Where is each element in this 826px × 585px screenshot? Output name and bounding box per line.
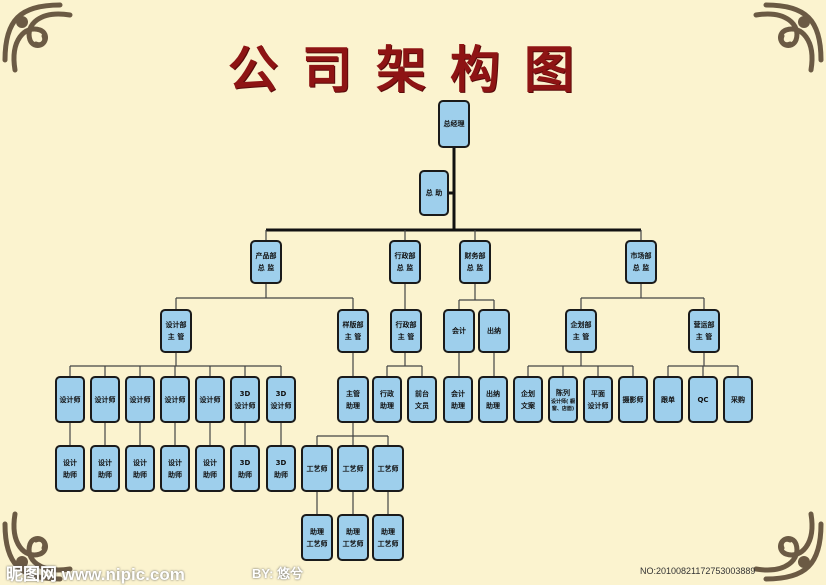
org-box-qc: QC bbox=[688, 376, 718, 423]
org-box-cashier-asst: 出纳 助理 bbox=[478, 376, 508, 423]
org-box-da7: 3D 助师 bbox=[266, 445, 296, 492]
corner-ornament-top-left-icon bbox=[2, 2, 73, 73]
org-box-d6: 3D 设计师 bbox=[230, 376, 260, 423]
watermark-site: 昵图网 www.nipic.com bbox=[6, 565, 185, 584]
org-box-da2: 设计 助师 bbox=[90, 445, 120, 492]
org-box-sample-mgr: 样版部 主 管 bbox=[337, 309, 369, 353]
org-box-acct-asst: 会计 助理 bbox=[443, 376, 473, 423]
org-box-graphic: 平面 设计师 bbox=[583, 376, 613, 423]
corner-ornament-bottom-right-icon bbox=[753, 511, 824, 582]
watermark-author: BY: 悠兮 bbox=[252, 566, 304, 581]
org-box-d2: 设计师 bbox=[90, 376, 120, 423]
org-box-d7: 3D 设计师 bbox=[266, 376, 296, 423]
org-box-accountant: 会计 bbox=[443, 309, 475, 353]
org-box-c3: 工艺师 bbox=[372, 445, 404, 492]
org-box-da5: 设计 助师 bbox=[195, 445, 225, 492]
org-box-track: 跟单 bbox=[653, 376, 683, 423]
org-box-d3: 设计师 bbox=[125, 376, 155, 423]
display-note: 设计师( 橱 窗、店面) bbox=[550, 398, 576, 412]
org-box-mkt-dir: 市场部 总 监 bbox=[625, 240, 657, 284]
org-box-ca2: 助理 工艺师 bbox=[337, 514, 369, 561]
org-box-da1: 设计 助师 bbox=[55, 445, 85, 492]
org-box-ca1: 助理 工艺师 bbox=[301, 514, 333, 561]
org-box-plan-mgr: 企划部 主 管 bbox=[565, 309, 597, 353]
org-box-cashier: 出纳 bbox=[478, 309, 510, 353]
org-box-ops-mgr: 营运部 主 管 bbox=[688, 309, 720, 353]
org-box-ca3: 助理 工艺师 bbox=[372, 514, 404, 561]
org-box-da6: 3D 助师 bbox=[230, 445, 260, 492]
display-label: 陈列 bbox=[556, 388, 570, 397]
chart-title: 公司架构图 bbox=[228, 40, 598, 99]
org-box-purchase: 采购 bbox=[723, 376, 753, 423]
org-box-admin-asst: 行政 助理 bbox=[372, 376, 402, 423]
org-box-sample-asst: 主管 助理 bbox=[337, 376, 369, 423]
org-box-asst: 总 助 bbox=[419, 170, 449, 216]
org-box-prod-dir: 产品部 总 监 bbox=[250, 240, 282, 284]
org-box-da4: 设计 助师 bbox=[160, 445, 190, 492]
org-box-display: 陈列设计师( 橱 窗、店面) bbox=[548, 376, 578, 423]
corner-ornament-top-right-icon bbox=[753, 2, 824, 73]
org-box-plan-clerk: 企划 文案 bbox=[513, 376, 543, 423]
org-box-fin-dir: 财务部 总 监 bbox=[459, 240, 491, 284]
org-box-front-clerk: 前台 文员 bbox=[407, 376, 437, 423]
org-box-c1: 工艺师 bbox=[301, 445, 333, 492]
org-box-c2: 工艺师 bbox=[337, 445, 369, 492]
corner-ornament-bottom-left-icon bbox=[2, 511, 73, 582]
org-box-photo: 摄影师 bbox=[618, 376, 648, 423]
org-box-admin-mgr: 行政部 主 管 bbox=[390, 309, 422, 353]
org-box-gm: 总经理 bbox=[438, 100, 470, 148]
org-box-design-mgr: 设计部 主 管 bbox=[160, 309, 192, 353]
org-box-admin-dir: 行政部 总 监 bbox=[389, 240, 421, 284]
org-box-d4: 设计师 bbox=[160, 376, 190, 423]
org-box-da3: 设计 助师 bbox=[125, 445, 155, 492]
watermark-id: NO:20100821172753003889 bbox=[640, 566, 756, 576]
org-box-d1: 设计师 bbox=[55, 376, 85, 423]
org-box-d5: 设计师 bbox=[195, 376, 225, 423]
